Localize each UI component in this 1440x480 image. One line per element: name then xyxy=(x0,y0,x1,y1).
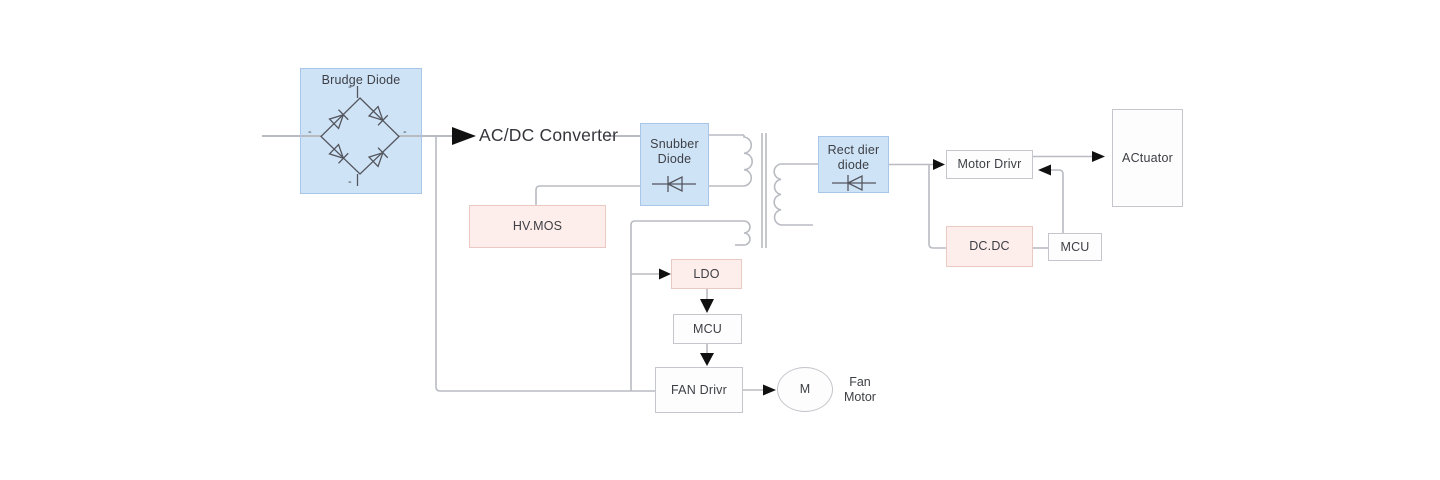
flow-arrow-icon xyxy=(700,353,714,366)
rect-diode-block: Rect dier diode xyxy=(818,136,889,193)
fan-driver-label: FAN Drivr xyxy=(671,382,727,397)
rail-to-fan-driver-wire xyxy=(435,136,656,392)
main-mcu-block: MCU xyxy=(1048,233,1102,261)
flow-arrow-icon xyxy=(1038,164,1051,176)
flow-arrow-icon xyxy=(933,159,945,170)
snubber-diode-label: Snubber Diode xyxy=(650,137,699,166)
aux-branch-wire xyxy=(630,220,744,391)
actuator-label: ACtuator xyxy=(1122,150,1173,165)
polarity-mark-left: - xyxy=(308,126,312,138)
fan-mcu-label: MCU xyxy=(692,321,723,336)
transformer-core xyxy=(761,133,767,248)
actuator-block: ACtuator xyxy=(1112,109,1183,207)
bridge-diode-label: Brudge Diode xyxy=(321,73,401,87)
fan-motor-symbol: M xyxy=(777,367,833,412)
secondary-winding xyxy=(773,163,782,226)
fan-motor-m: M xyxy=(799,382,811,396)
flow-arrow-icon xyxy=(659,268,671,280)
main-mcu-label: MCU xyxy=(1060,239,1090,254)
flow-arrow-icon xyxy=(763,384,776,396)
polarity-mark-top: - xyxy=(348,81,352,93)
dc-dc-block: DC.DC xyxy=(946,226,1033,267)
hv-mos-block: HV.MOS xyxy=(469,205,606,248)
dc-dc-label: DC.DC xyxy=(969,239,1010,253)
mcu-to-motor-driver-wire xyxy=(1051,169,1064,233)
fan-mcu-block: MCU xyxy=(673,314,742,344)
flow-arrow-icon xyxy=(452,127,476,145)
ldo-block: LDO xyxy=(671,259,742,289)
rect-diode-label: Rect dier diode xyxy=(827,143,880,172)
polarity-mark-right: - xyxy=(403,126,407,138)
polarity-mark-bottom: - xyxy=(348,176,352,188)
hvmos-to-snubber-wire xyxy=(535,185,641,206)
hv-mos-label: HV.MOS xyxy=(512,219,563,233)
fan-motor-caption: Fan Motor xyxy=(844,375,876,404)
primary-winding xyxy=(743,135,753,187)
transformer-icon xyxy=(743,133,782,248)
rect-to-dcdc-wire xyxy=(928,164,946,249)
acdc-converter-label: AC/DC Converter xyxy=(479,125,619,145)
snubber-diode-block: Snubber Diode xyxy=(640,123,709,206)
motor-driver-block: Motor Drivr xyxy=(946,150,1033,179)
motor-driver-label: Motor Drivr xyxy=(957,157,1022,171)
flow-arrow-icon xyxy=(700,299,714,313)
fan-driver-block: FAN Drivr xyxy=(655,367,743,413)
ldo-label: LDO xyxy=(693,266,720,281)
flow-arrow-icon xyxy=(1092,151,1105,162)
aux-winding xyxy=(743,220,751,246)
